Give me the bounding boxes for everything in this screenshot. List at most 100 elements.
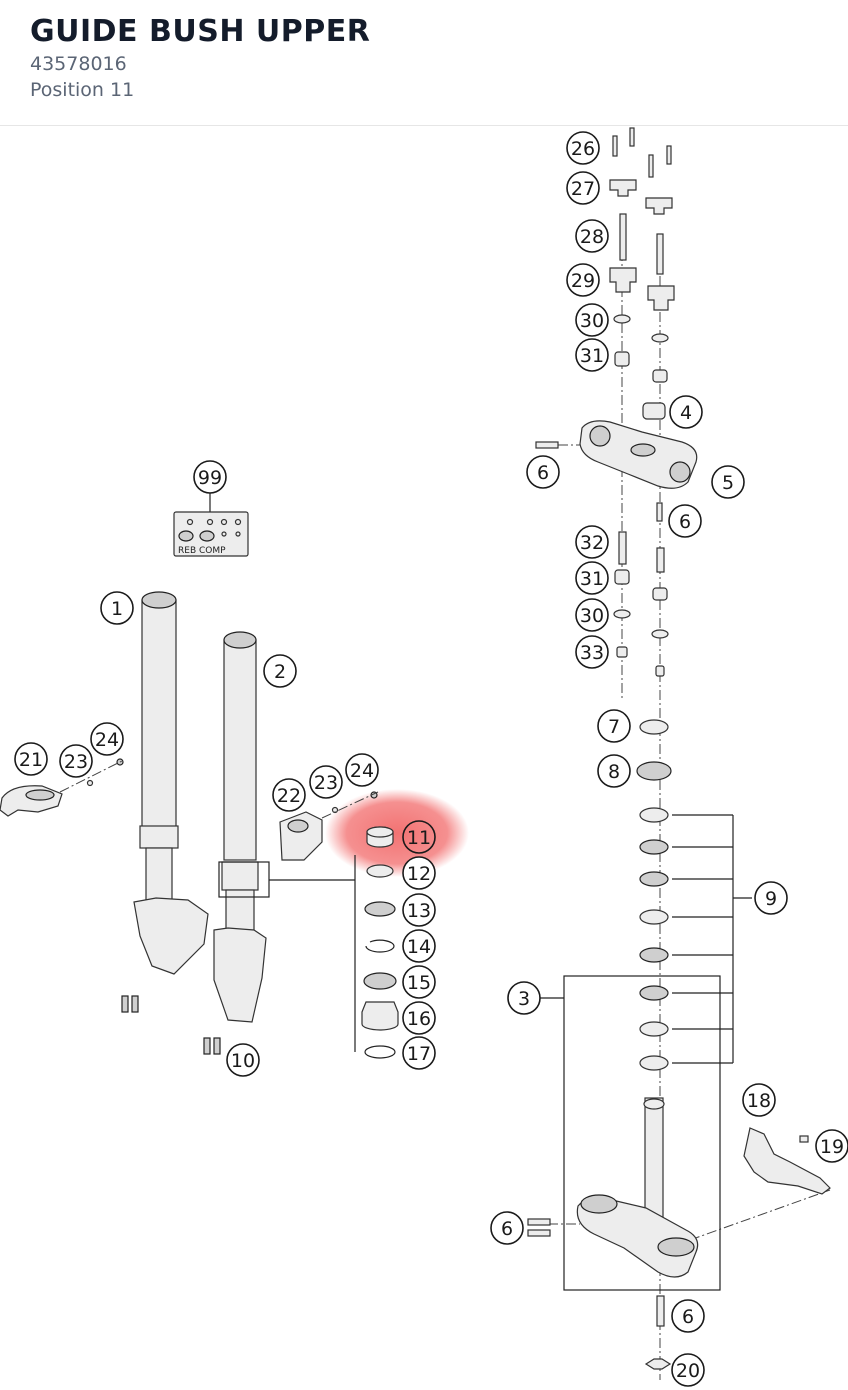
callout-circle[interactable] xyxy=(402,820,436,854)
fork-leg-left xyxy=(121,591,209,1013)
callout-8[interactable]: 8 xyxy=(597,754,631,788)
callout-7[interactable]: 7 xyxy=(597,709,631,743)
callout-circle[interactable] xyxy=(575,303,609,337)
callout-circle[interactable] xyxy=(507,981,541,1015)
callout-circle[interactable] xyxy=(597,709,631,743)
callout-circle[interactable] xyxy=(402,893,436,927)
callout-circle[interactable] xyxy=(402,1001,436,1035)
callout-circle[interactable] xyxy=(566,263,600,297)
callout-circle[interactable] xyxy=(490,1211,524,1245)
callout-circle[interactable] xyxy=(575,338,609,372)
callout-circle[interactable] xyxy=(566,131,600,165)
callout-circle[interactable] xyxy=(575,525,609,559)
callout-label: 1 xyxy=(111,598,123,620)
callout-circle[interactable] xyxy=(671,1299,705,1333)
callout-6[interactable]: 6 xyxy=(668,504,702,538)
callout-21[interactable]: 21 xyxy=(14,742,48,776)
callout-circle[interactable] xyxy=(526,455,560,489)
callout-13[interactable]: 13 xyxy=(402,893,436,927)
callout-18[interactable]: 18 xyxy=(742,1083,776,1117)
callout-circle[interactable] xyxy=(711,465,745,499)
callout-30[interactable]: 30 xyxy=(575,303,609,337)
callout-4[interactable]: 4 xyxy=(669,395,703,429)
callout-31[interactable]: 31 xyxy=(575,561,609,595)
callout-3[interactable]: 3 xyxy=(507,981,541,1015)
callout-33[interactable]: 33 xyxy=(575,635,609,669)
callout-23[interactable]: 23 xyxy=(59,744,93,778)
callout-5[interactable]: 5 xyxy=(711,465,745,499)
callout-circle[interactable] xyxy=(263,654,297,688)
top-nut xyxy=(642,402,666,420)
upper-clamp-bore-left xyxy=(589,425,611,447)
callout-31[interactable]: 31 xyxy=(575,338,609,372)
callout-circle[interactable] xyxy=(90,722,124,756)
callout-32[interactable]: 32 xyxy=(575,525,609,559)
callout-24[interactable]: 24 xyxy=(345,753,379,787)
callout-label: 6 xyxy=(501,1218,513,1240)
plate-label: REB COMP xyxy=(178,546,226,556)
callout-28[interactable]: 28 xyxy=(575,219,609,253)
callout-29[interactable]: 29 xyxy=(566,263,600,297)
callout-label: 13 xyxy=(407,900,431,922)
callout-22[interactable]: 22 xyxy=(272,778,306,812)
callout-circle[interactable] xyxy=(345,753,379,787)
callout-20[interactable]: 20 xyxy=(671,1353,705,1387)
callout-circle[interactable] xyxy=(14,742,48,776)
callout-26[interactable]: 26 xyxy=(566,131,600,165)
callout-11[interactable]: 11 xyxy=(402,820,436,854)
callout-19[interactable]: 19 xyxy=(815,1129,848,1163)
callout-14[interactable]: 14 xyxy=(402,929,436,963)
callout-9[interactable]: 9 xyxy=(754,881,788,915)
callout-circle[interactable] xyxy=(402,1036,436,1070)
callout-6[interactable]: 6 xyxy=(526,455,560,489)
callout-27[interactable]: 27 xyxy=(566,171,600,205)
callout-circle[interactable] xyxy=(671,1353,705,1387)
callout-24[interactable]: 24 xyxy=(90,722,124,756)
callout-circle[interactable] xyxy=(272,778,306,812)
callout-2[interactable]: 2 xyxy=(263,654,297,688)
callout-circle[interactable] xyxy=(566,171,600,205)
callout-30[interactable]: 30 xyxy=(575,598,609,632)
dust-seal xyxy=(361,1001,399,1031)
callout-1[interactable]: 1 xyxy=(100,591,134,625)
callout-label: 26 xyxy=(571,138,595,160)
callout-label: 24 xyxy=(95,729,119,751)
callout-circle[interactable] xyxy=(597,754,631,788)
callout-23[interactable]: 23 xyxy=(309,765,343,799)
lower-clamp-bolt-1 xyxy=(527,1218,551,1226)
callout-6[interactable]: 6 xyxy=(490,1211,524,1245)
callout-6[interactable]: 6 xyxy=(671,1299,705,1333)
callout-circle[interactable] xyxy=(575,635,609,669)
callout-circle[interactable] xyxy=(754,881,788,915)
callout-16[interactable]: 16 xyxy=(402,1001,436,1035)
callout-label: 11 xyxy=(407,827,431,849)
callout-label: 31 xyxy=(580,345,604,367)
axle-clamp-right-bore xyxy=(287,819,309,833)
callout-circle[interactable] xyxy=(402,856,436,890)
callout-12[interactable]: 12 xyxy=(402,856,436,890)
callout-circle[interactable] xyxy=(402,929,436,963)
callout-circle[interactable] xyxy=(668,504,702,538)
steering-axes xyxy=(530,215,831,1380)
callout-circle[interactable] xyxy=(575,561,609,595)
axle-clamp-left-bore xyxy=(25,789,55,801)
callout-circle[interactable] xyxy=(669,395,703,429)
callout-circle[interactable] xyxy=(59,744,93,778)
callout-circle[interactable] xyxy=(575,598,609,632)
axle-clamp-left xyxy=(0,785,63,817)
callout-circle[interactable] xyxy=(815,1129,848,1163)
callout-15[interactable]: 15 xyxy=(402,965,436,999)
callout-circle[interactable] xyxy=(575,219,609,253)
callout-10[interactable]: 10 xyxy=(226,1043,260,1077)
callout-circle[interactable] xyxy=(309,765,343,799)
callout-99[interactable]: 99 xyxy=(193,460,227,494)
callout-circle[interactable] xyxy=(193,460,227,494)
callout-circle[interactable] xyxy=(100,591,134,625)
callout-circle[interactable] xyxy=(226,1043,260,1077)
callout-circle[interactable] xyxy=(742,1083,776,1117)
lower-clamp-bore-right xyxy=(657,1237,695,1257)
callout-17[interactable]: 17 xyxy=(402,1036,436,1070)
callout-label: 6 xyxy=(682,1306,694,1328)
callout-circle[interactable] xyxy=(402,965,436,999)
bearing-rings xyxy=(636,719,672,1071)
